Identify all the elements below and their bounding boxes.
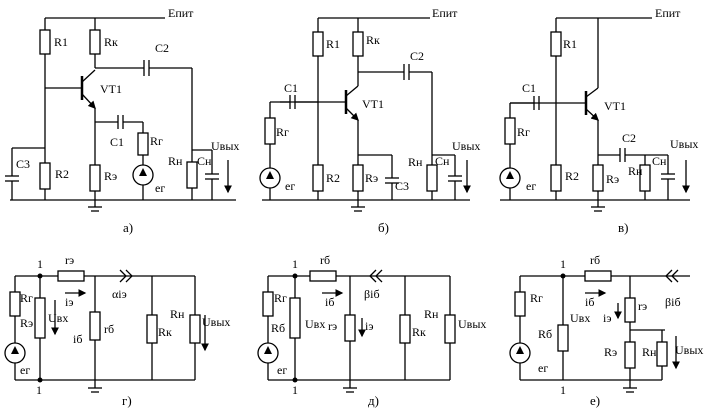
label-cn: Cн	[652, 154, 667, 168]
label-node1-bottom: 1	[36, 383, 42, 397]
label-vt1: VT1	[362, 97, 384, 111]
label-rn: Rн	[408, 155, 423, 169]
label-eg: eг	[155, 181, 165, 195]
label-r1: R1	[326, 37, 340, 51]
caption-b: б)	[378, 220, 389, 235]
label-c3: C3	[395, 179, 409, 193]
label-c2: C2	[622, 131, 636, 145]
caption-v: в)	[618, 220, 628, 235]
label-re: Rэ	[20, 316, 33, 330]
label-rg: Rг	[517, 125, 530, 139]
label-uvyh: Uвых	[670, 137, 698, 151]
label-re-small: rэ	[65, 253, 74, 267]
label-rg: Rг	[530, 291, 543, 305]
label-uvyh: Uвых	[202, 315, 230, 329]
label-cn: Cн	[435, 154, 450, 168]
label-c1: C1	[522, 81, 536, 95]
label-rn: Rн	[170, 307, 185, 321]
label-rg: Rг	[20, 291, 33, 305]
label-vt1: VT1	[100, 82, 122, 96]
label-uvh: Uвх	[570, 311, 590, 325]
label-ib: iб	[325, 295, 334, 309]
label-re-small: rэ	[638, 299, 647, 313]
label-re: Rэ	[606, 172, 619, 186]
label-rk: Rк	[366, 33, 380, 47]
label-ib: iб	[585, 295, 594, 309]
label-source: βiб	[364, 287, 380, 301]
label-rb: rб	[104, 322, 114, 336]
label-rb: Rб	[538, 327, 552, 341]
label-r2: R2	[55, 167, 69, 181]
label-uvyh: Uвых	[675, 343, 703, 357]
label-uvyh: Uвых	[458, 317, 486, 331]
label-ie: iэ	[65, 295, 73, 309]
label-rn: Rн	[628, 164, 643, 178]
label-rn: Rн	[642, 345, 657, 359]
label-rb: Rб	[271, 321, 285, 335]
label-re-small: rэ	[328, 319, 337, 333]
label-r1: R1	[54, 35, 68, 49]
label-uvyh: Uвых	[452, 139, 480, 153]
circuit-v: Eпит R1 C1 VT1 Rг C2 Uвых eг R2 Rэ Rн Cн…	[499, 6, 698, 235]
label-rg: Rг	[276, 125, 289, 139]
circuit-a: Eпит R1 Rк C2 VT1 C1 Rг Rн Cн Uвых C3 R2…	[5, 6, 239, 235]
caption-d: д)	[368, 393, 379, 408]
label-rn: Rн	[168, 154, 183, 168]
label-r2: R2	[565, 169, 579, 183]
label-ie: iэ	[365, 319, 373, 333]
label-ie: iэ	[603, 311, 611, 325]
resistor-r1	[39, 29, 51, 55]
label-r2: R2	[326, 171, 340, 185]
caption-a: а)	[123, 220, 133, 235]
label-cn: Cн	[197, 154, 212, 168]
label-eg: eг	[285, 179, 295, 193]
label-source: βiб	[665, 295, 681, 309]
label-node1-top: 1	[292, 257, 298, 271]
caption-g: г)	[122, 393, 132, 408]
label-rb-small: rб	[320, 253, 330, 267]
label-rk: Rк	[412, 325, 426, 339]
label-node1-top: 1	[560, 257, 566, 271]
label-node1-bottom: 1	[560, 383, 566, 397]
resistor-rk	[89, 29, 101, 55]
label-c1: C1	[110, 135, 124, 149]
label-c3: C3	[16, 157, 30, 171]
label-uvyh: Uвых	[211, 139, 239, 153]
circuit-d: 1 rб βiб Rг iб Rб Uвх rэ iэ Rк Rн Uвых e…	[257, 253, 486, 408]
label-ib: iб	[73, 332, 82, 346]
label-epit: Eпит	[655, 6, 681, 20]
label-eg: eг	[526, 179, 536, 193]
circuit-g: 1 rэ αiэ Rг iэ Rэ Uвх iб rб Rк Rн Uвых e…	[4, 253, 230, 408]
circuit-e: 1 rб βiб Rг iб iэ rэ Rб Uвх Rэ Rн Uвых e…	[509, 253, 703, 408]
label-c1: C1	[284, 81, 298, 95]
label-rk: Rк	[158, 325, 172, 339]
label-rb-small: rб	[590, 253, 600, 267]
label-uvh: Uвх	[305, 317, 325, 331]
label-source: αiэ	[112, 287, 127, 301]
label-node1-top: 1	[37, 257, 43, 271]
resistor-rg	[137, 132, 149, 156]
circuit-b: Eпит R1 Rк C2 VT1 C1 Rг Rн Cн Uвых eг R2…	[259, 6, 480, 235]
label-eg: eг	[538, 361, 548, 375]
label-re: Rэ	[365, 171, 378, 185]
label-uvh: Uвх	[48, 311, 68, 325]
label-rn: Rн	[424, 307, 439, 321]
label-rg: Rг	[150, 134, 163, 148]
label-c2: C2	[410, 49, 424, 63]
label-rg: Rг	[274, 291, 287, 305]
label-epit: Eпит	[168, 6, 194, 20]
label-re: Rэ	[604, 345, 617, 359]
label-epit: Eпит	[432, 6, 458, 20]
caption-e: е)	[590, 393, 600, 408]
label-eg: eг	[20, 363, 30, 377]
label-eg: eг	[277, 363, 287, 377]
label-rk: Rк	[104, 35, 118, 49]
label-node1-bottom: 1	[292, 383, 298, 397]
label-r1: R1	[563, 37, 577, 51]
label-vt1: VT1	[604, 99, 626, 113]
label-c2: C2	[155, 41, 169, 55]
label-re: Rэ	[104, 169, 117, 183]
